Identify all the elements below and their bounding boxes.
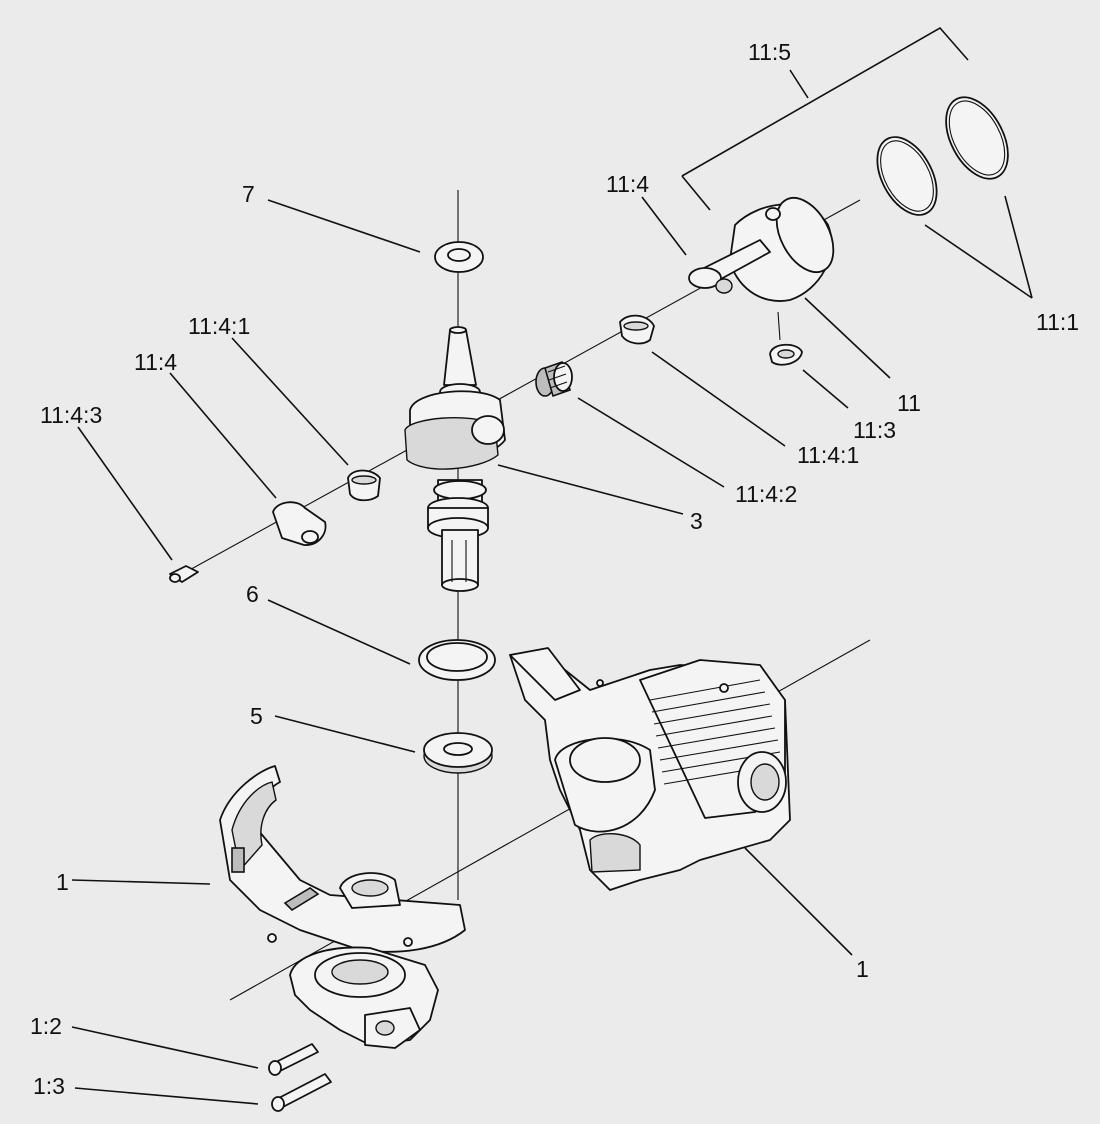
bolt-part-1-2 <box>268 1043 319 1076</box>
crankcase-half-part-1-left <box>219 765 466 1049</box>
callout-5: 5 <box>250 703 263 729</box>
circlip-part-11-3 <box>769 311 803 366</box>
callout-3: 3 <box>690 508 703 534</box>
callout-7: 7 <box>242 181 255 207</box>
callout-1-3: 1:3 <box>33 1073 65 1099</box>
callout-11-3: 11:3 <box>853 417 896 443</box>
bolt-part-1-3 <box>271 1073 332 1112</box>
seal-part-6 <box>418 639 496 681</box>
callout-11: 11 <box>897 390 921 416</box>
callout-11-4-top: 11:4 <box>606 171 649 197</box>
rod-cap-part-11-4 <box>272 501 327 546</box>
bearing-insert-part-11-4-1-right <box>619 314 655 345</box>
crankcase-half-part-1-right <box>509 647 791 891</box>
piston-part-11 <box>688 197 835 302</box>
callout-11-4-2: 11:4:2 <box>735 481 797 507</box>
callout-11-4-1-left: 11:4:1 <box>188 313 250 339</box>
screw-part-11-4-3 <box>169 565 199 583</box>
callout-1-left: 1 <box>56 869 69 895</box>
callout-labels: 11:5 11:4 7 11:4:1 11:4 11:4:3 11:1 11 1… <box>30 39 1079 1099</box>
callout-11-4-left: 11:4 <box>134 349 177 375</box>
leader-lines <box>71 26 1033 1105</box>
callout-1-2: 1:2 <box>30 1013 62 1039</box>
callout-6: 6 <box>246 581 259 607</box>
callout-1-right: 1 <box>856 956 869 982</box>
bearing-insert-part-11-4-1-left <box>347 469 381 502</box>
needle-bearing-part-11-4-2 <box>535 360 573 398</box>
callout-11-5: 11:5 <box>748 39 791 65</box>
washer-part-5 <box>423 732 493 774</box>
callout-11-4-1-right: 11:4:1 <box>797 442 859 468</box>
callout-11-1: 11:1 <box>1036 309 1079 335</box>
piston-rings-part-11-1 <box>876 96 1009 216</box>
washer-part-7 <box>434 241 484 273</box>
crankshaft-part-3 <box>404 326 506 592</box>
callout-11-4-3: 11:4:3 <box>40 402 102 428</box>
